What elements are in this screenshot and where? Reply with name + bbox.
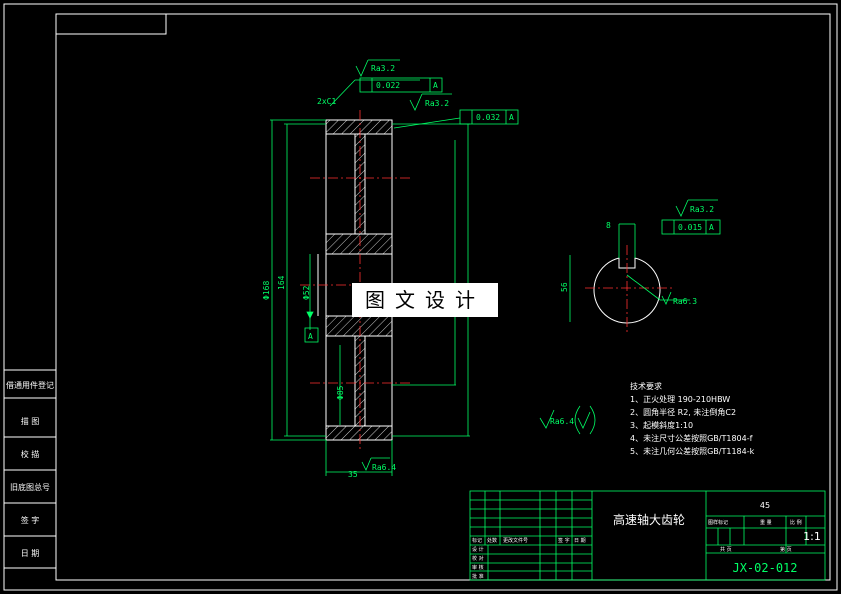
keyway-view: 8 Ra3.2 0.015 A 56 Ra6.3 [560,199,721,335]
keyway-dim: 8 [606,221,611,230]
outer-dia-dim: Φ168 [262,281,271,300]
key-depth-dim: 56 [560,282,569,292]
roughness-icon [361,457,372,471]
side-label: 校 描 [21,449,40,459]
tolerance-value: 0.032 [476,113,500,122]
roughness-icon [409,93,423,111]
tb-row-label: 日 期 [574,538,586,544]
drawing-number: JX-02-012 [732,561,797,575]
tech-req-item: 4、未注尺寸公差按照GB/T1804-f [630,433,753,443]
tb-row-label: 标记 [472,537,482,544]
tb-row-label: 更改文件号 [503,537,528,544]
datum-label: A [308,332,313,341]
side-label: 日 期 [21,549,40,558]
tb-role: 审 核 [472,564,484,571]
tolerance-datum: A [709,223,714,232]
tb-sheet: 共 页 [720,546,732,553]
tech-req-title: 技术要求 [630,381,662,391]
fcf-top2 [459,109,519,125]
bore-dim: Φ52 [302,285,311,300]
outer-border [3,3,838,591]
roughness-label: Ra3.2 [425,99,449,108]
tech-req-item: 2、圆角半径 R2, 未注倒角C2 [630,407,736,417]
roughness-icon [661,291,672,305]
side-label: 签 字 [21,515,40,525]
tolerance-value: 0.015 [678,223,702,232]
tb-header: 比 例 [790,519,802,526]
tb-role: 校 对 [472,555,484,562]
tech-req-item: 1、正火处理 190-210HBW [630,394,730,404]
hub-dim: Φ85 [336,385,345,400]
tb-role: 设 计 [472,546,484,553]
gear-section: Ra3.2 0.022 A 2xC1 Ra3.2 0.032 A A 35 Ra… [262,59,519,479]
tb-role: 批 准 [472,573,484,580]
tech-req-item: 5、未注几何公差按照GB/T1184-k [630,446,755,456]
watermark: 图文设计 [352,283,498,317]
width-dim: 35 [348,470,358,479]
scale-value: 1:1 [803,530,821,543]
tb-header: 重 量 [760,519,772,526]
tolerance-value: 0.022 [376,81,400,90]
top-left-box [55,13,167,35]
datum-box [304,327,319,343]
roughness-label: Ra3.2 [371,64,395,73]
tb-row-label: 处数 [487,537,497,544]
tech-req-item: 3、起模斜度1:10 [630,420,693,430]
side-panel [3,369,57,569]
roughness-label: Ra6.3 [673,297,697,306]
fcf-top [359,77,443,93]
fcf-keyway [661,219,721,235]
roughness-icon [355,59,369,77]
side-label: 旧底图总号 [10,482,50,492]
side-label: 描 图 [21,416,40,426]
roughness-label: Ra3.2 [690,205,714,214]
general-roughness-label: Ra6.4 [550,417,574,426]
general-roughness [539,405,596,435]
tb-row-label: 签 字 [558,537,570,544]
part-name: 高速轴大齿轮 [613,512,685,527]
roughness-icon [675,199,689,217]
inner-border [55,13,831,581]
root-dia-dim: 164 [277,275,286,290]
tolerance-datum: A [509,113,514,122]
tb-sheet: 第 页 [780,546,792,553]
title-block [469,490,826,581]
tolerance-datum: A [433,81,438,90]
roughness-icon [577,411,591,429]
chamfer-label: 2xC1 [317,97,336,106]
tb-header: 图样标记 [708,519,728,526]
roughness-label: Ra6.4 [372,463,396,472]
material: 45 [760,501,770,510]
side-label: 借通用件登记 [6,380,54,390]
